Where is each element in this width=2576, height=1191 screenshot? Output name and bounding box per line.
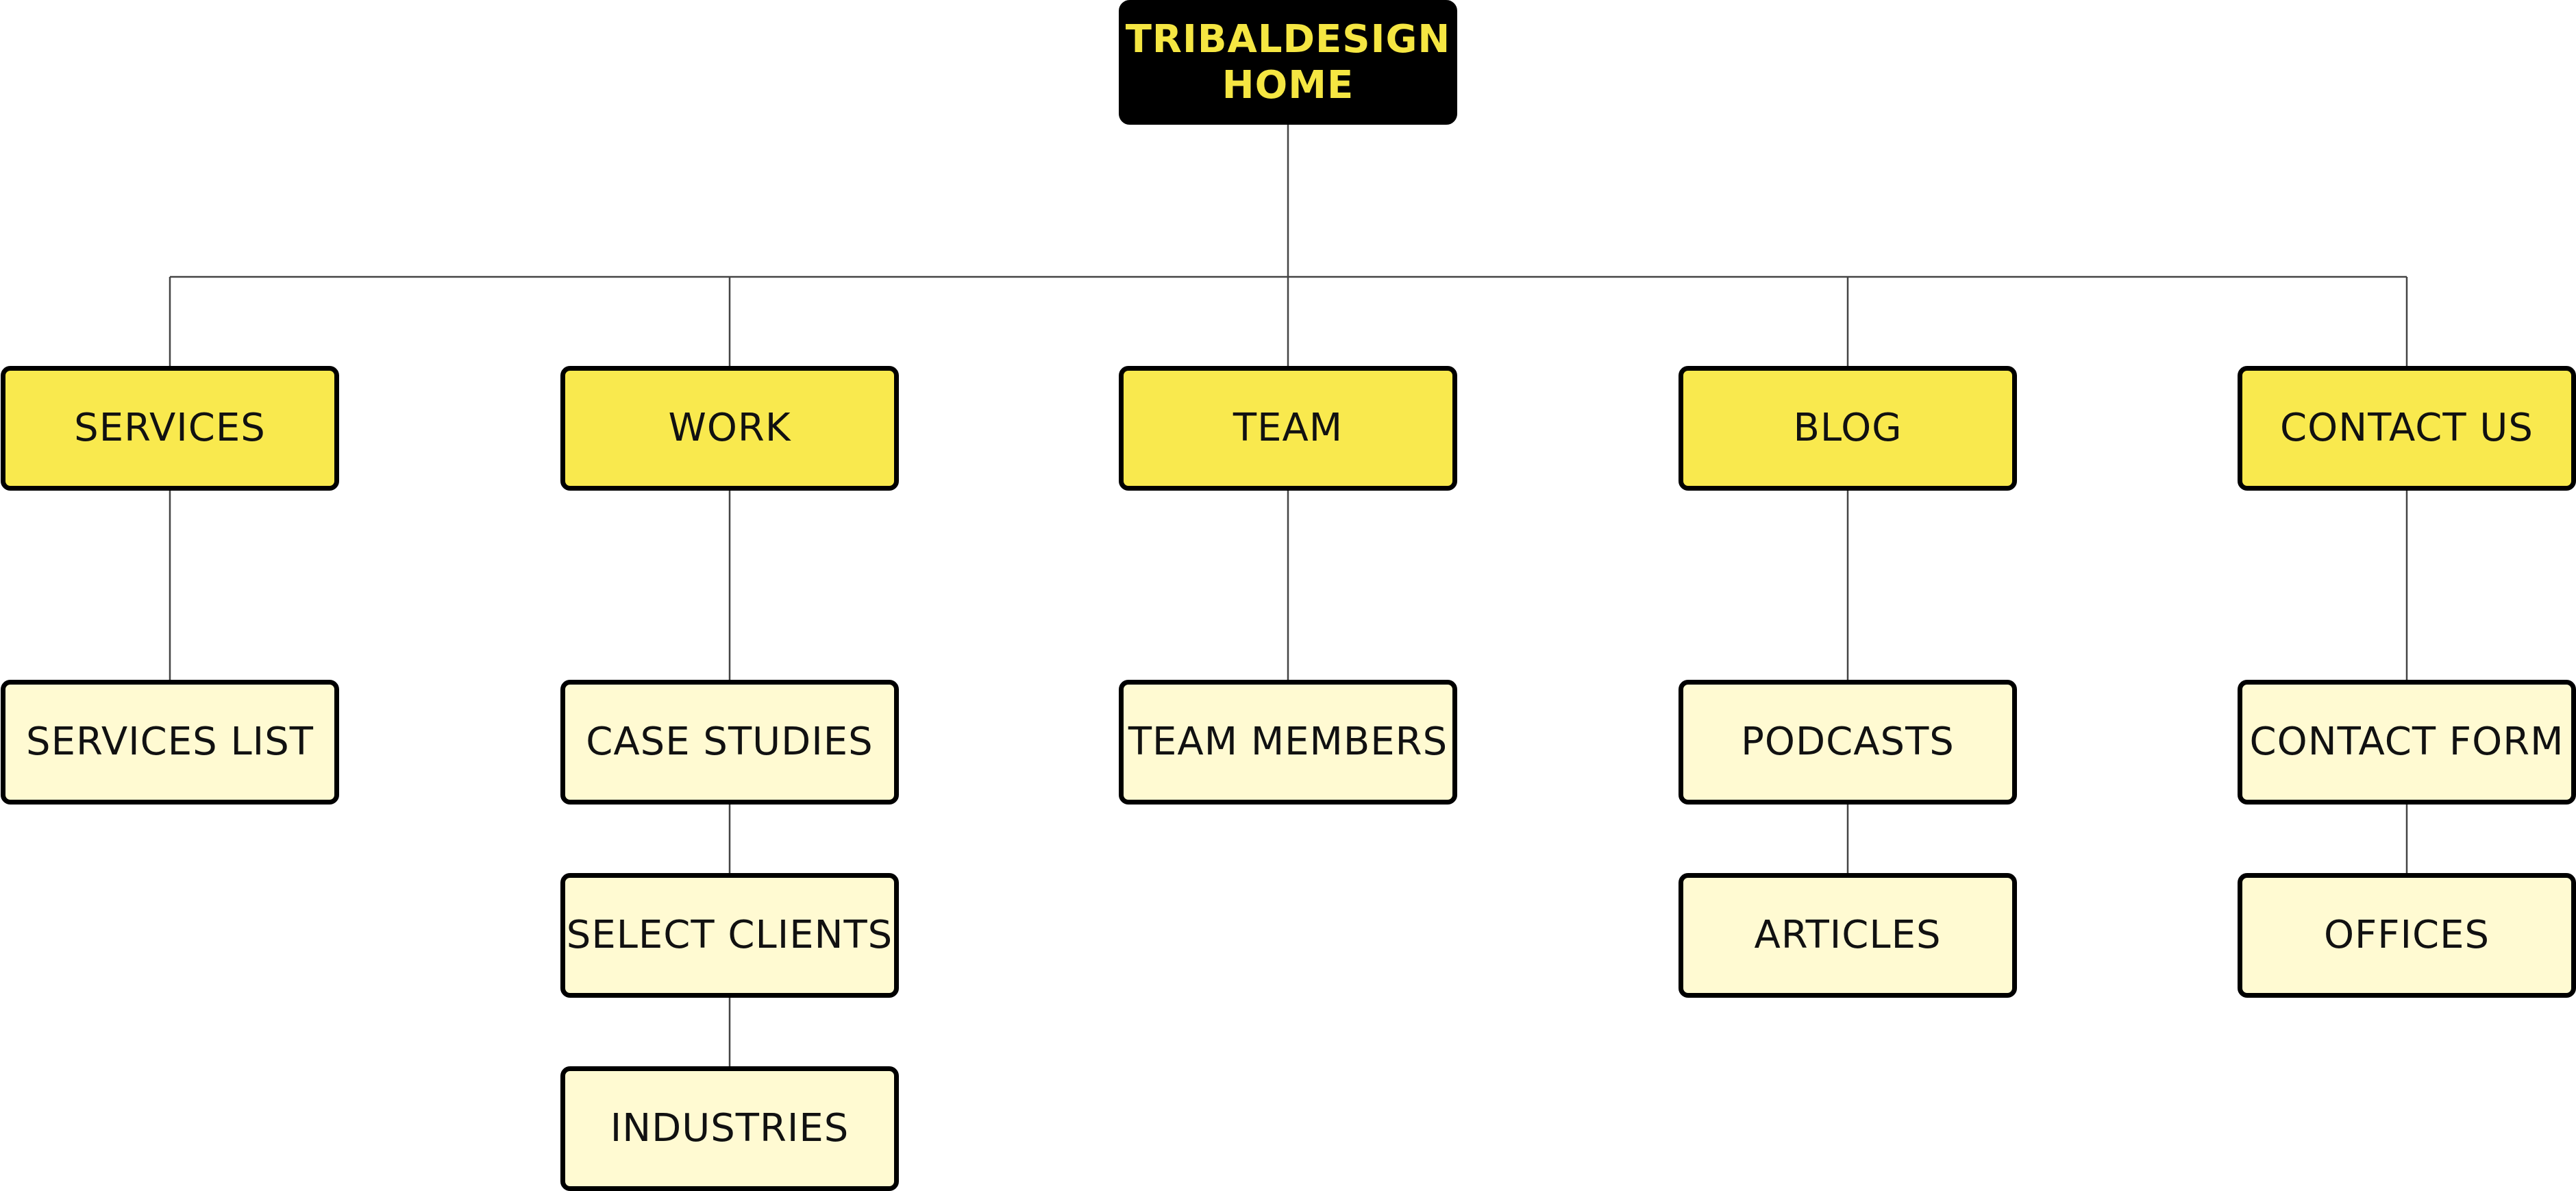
section-node-contact-us: CONTACT US (2238, 366, 2576, 491)
page-node-offices: OFFICES (2238, 873, 2576, 998)
page-node-case-studies: CASE STUDIES (560, 680, 899, 805)
section-label: CONTACT US (2280, 406, 2534, 451)
page-label: ARTICLES (1754, 913, 1942, 958)
page-label: SERVICES LIST (26, 720, 314, 765)
page-node-services-list: SERVICES LIST (1, 680, 339, 805)
page-label: OFFICES (2323, 913, 2490, 958)
section-label: BLOG (1793, 406, 1903, 451)
root-node: TRIBALDESIGN HOME (1119, 0, 1457, 125)
section-node-work: WORK (560, 366, 899, 491)
page-node-industries: INDUSTRIES (560, 1066, 899, 1191)
page-label: TEAM MEMBERS (1128, 720, 1448, 765)
page-node-contact-form: CONTACT FORM (2238, 680, 2576, 805)
page-node-articles: ARTICLES (1679, 873, 2017, 998)
section-node-team: TEAM (1119, 366, 1457, 491)
section-node-blog: BLOG (1679, 366, 2017, 491)
page-label: PODCASTS (1741, 720, 1955, 765)
section-label: TEAM (1233, 406, 1343, 451)
page-label: CASE STUDIES (586, 720, 874, 765)
page-label: SELECT CLIENTS (566, 913, 893, 958)
page-label: CONTACT FORM (2249, 720, 2564, 765)
page-node-select-clients: SELECT CLIENTS (560, 873, 899, 998)
root-node-label: TRIBALDESIGN HOME (1125, 16, 1451, 108)
page-node-podcasts: PODCASTS (1679, 680, 2017, 805)
page-label: INDUSTRIES (610, 1106, 850, 1151)
page-node-team-members: TEAM MEMBERS (1119, 680, 1457, 805)
section-node-services: SERVICES (1, 366, 339, 491)
section-label: WORK (668, 406, 791, 451)
section-label: SERVICES (74, 406, 266, 451)
